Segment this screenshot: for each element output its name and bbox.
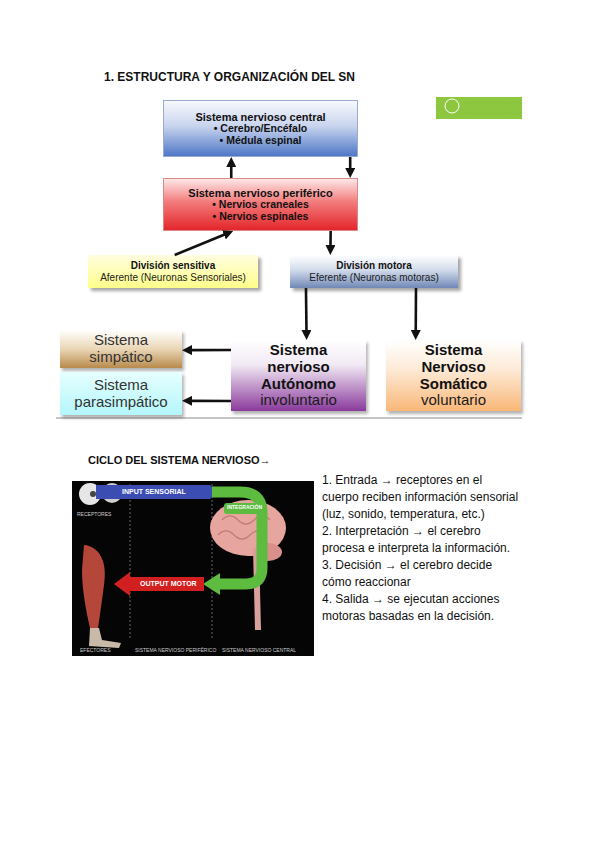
connector-arrow xyxy=(230,165,233,178)
node-text: Aferente (Neuronas Sensoriales) xyxy=(100,272,246,283)
system-box: Sistema nervioso periférico• Nervios cra… xyxy=(163,178,358,231)
node-heading: Sistema parasimpático xyxy=(70,377,172,411)
connector-arrow xyxy=(414,288,417,332)
eye-pupil xyxy=(90,491,96,497)
connector-arrow xyxy=(190,400,231,403)
step-list: 1. Entrada → receptores en el cuerpo rec… xyxy=(322,472,522,625)
step-text: 2. Interpretación → el cerebro procesa e… xyxy=(322,523,522,557)
divider-line xyxy=(212,484,213,640)
node-text: • Nervios espinales xyxy=(213,211,309,223)
input-arrow xyxy=(96,485,218,499)
page-title: 1. ESTRUCTURA Y ORGANIZACIÓN DEL SN xyxy=(104,70,355,84)
node-text: voluntario xyxy=(421,392,486,409)
node-heading: Sistema nervioso Autónomo xyxy=(249,342,348,392)
step-text: 4. Salida → se ejecutan acciones motoras… xyxy=(322,591,522,625)
integration-loop xyxy=(212,492,262,584)
leg-symbol xyxy=(82,545,105,628)
divider-line xyxy=(130,484,131,640)
connector-arrow xyxy=(175,234,226,255)
illustration-label: SISTEMA NERVIOSO PERIFÉRICO xyxy=(135,648,216,653)
system-box: Sistema nervioso central• Cerebro/Encéfa… xyxy=(163,100,358,157)
connector-arrow xyxy=(190,349,231,352)
illustration-label: INPUT SENSORIAL xyxy=(122,488,186,495)
section-heading: CICLO DEL SISTEMA NERVIOSO→ xyxy=(88,455,271,466)
node-heading: División sensitiva xyxy=(131,260,215,271)
illustration-label: RECEPTORES xyxy=(77,512,111,517)
illustration-label: OUTPUT MOTOR xyxy=(140,580,197,587)
step-text: 3. Decisión → el cerebro decide cómo rea… xyxy=(322,557,522,591)
division-box: División motoraEferente (Neuronas motora… xyxy=(290,255,458,288)
subsystem-box: Sistema parasimpático xyxy=(60,372,182,415)
node-text: involuntario xyxy=(260,392,337,409)
figure-border xyxy=(56,418,522,419)
node-text: • Médula espinal xyxy=(220,135,302,147)
logo-patch xyxy=(436,97,522,119)
node-heading: Sistema Nervioso Somático xyxy=(404,342,503,392)
illustration-label: EFECTORES xyxy=(80,648,110,653)
node-heading: Sistema simpático xyxy=(76,332,166,366)
illustration-label: SISTEMA NERVIOSO CENTRAL xyxy=(222,648,296,653)
division-box: División sensitivaAferente (Neuronas Sen… xyxy=(88,255,258,288)
node-heading: División motora xyxy=(336,260,412,271)
output-arrow xyxy=(114,572,204,596)
integration-arrowhead xyxy=(203,573,220,595)
node-text: • Cerebro/Encéfalo xyxy=(214,123,308,135)
node-text: Eferente (Neuronas motoras) xyxy=(309,272,439,283)
subsystem-box: Sistema simpático xyxy=(60,330,182,368)
system-box: Sistema Nervioso Somáticovoluntario xyxy=(386,340,521,411)
illustration-background xyxy=(72,481,314,656)
connector-arrow xyxy=(349,157,352,170)
logo-emblem xyxy=(445,99,459,113)
node-text: • Nervios craneales xyxy=(212,199,308,211)
node-heading: Sistema nervioso central xyxy=(195,111,325,123)
node-heading: Sistema nervioso periférico xyxy=(188,187,332,199)
illustration-label: INTEGRACIÓN xyxy=(227,505,262,510)
step-text: 1. Entrada → receptores en el cuerpo rec… xyxy=(322,472,522,523)
system-box: Sistema nervioso Autónomoinvoluntario xyxy=(231,340,366,411)
connector-arrow xyxy=(329,231,332,247)
connector-arrow xyxy=(305,288,308,332)
foot-symbol xyxy=(89,628,121,648)
